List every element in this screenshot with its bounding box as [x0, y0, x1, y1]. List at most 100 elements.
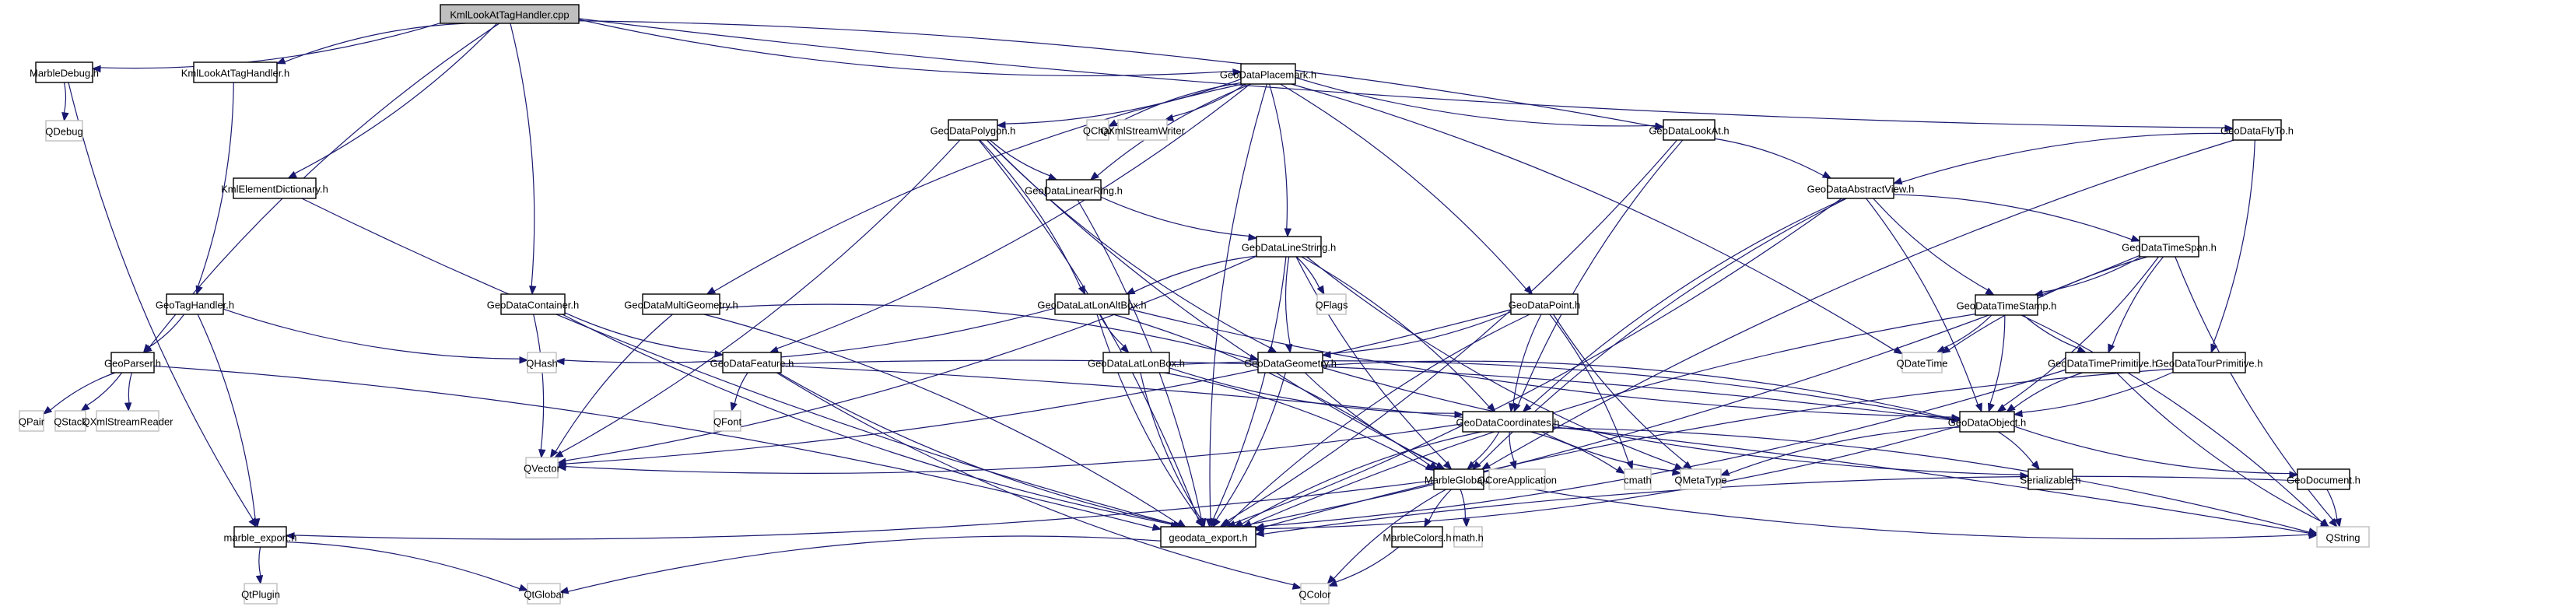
edge-geoparser-to-qxmlstreamreader: [128, 372, 132, 404]
edge-geodatacoordinates-to-cmath: [1530, 431, 1618, 471]
node-box: [1102, 352, 1170, 373]
edge-geotaghandler-to-geoparser: [149, 314, 185, 348]
edge-geodatageometry-to-marbleglobal: [1304, 372, 1439, 465]
node-label: MarbleGlobal.h: [1425, 475, 1493, 486]
node-geodatamultigeometry[interactable]: GeoDataMultiGeometry.h: [624, 293, 738, 315]
node-geodatalatlonbox[interactable]: GeoDataLatLonBox.h: [1088, 352, 1185, 373]
node-label: QChar: [1083, 125, 1113, 137]
edge-geodataplacemark-to-geodatamultigeometry: [713, 83, 1242, 292]
edge-geodatacontainer-to-geodatafeature: [564, 312, 716, 354]
edge-geodataplacemark-to-qchar: [1116, 82, 1242, 124]
node-geodatalinearring[interactable]: GeoDataLinearRing.h: [1025, 179, 1123, 201]
edge-geodatapoint-to-geodataexport: [1228, 314, 1530, 523]
node-geodatatourprimitive[interactable]: GeoDataTourPrimitive.h: [2156, 352, 2263, 373]
node-geotaghandler[interactable]: GeoTagHandler.h: [156, 293, 234, 315]
arrowhead-geoparser-to-qstack: [80, 403, 90, 412]
node-qpair: QPair: [19, 410, 45, 432]
node-geodatalookat[interactable]: GeoDataLookAt.h: [1649, 119, 1730, 141]
node-qfont: QFont: [713, 410, 741, 432]
node-marblecolors[interactable]: MarbleColors.h: [1383, 526, 1452, 548]
node-box: [2028, 468, 2073, 490]
node-box: [1680, 468, 1722, 490]
edge-geodatapolygon-to-geodatalatlonaltbox: [979, 139, 1081, 288]
node-geodatapoint[interactable]: GeoDataPoint.h: [1509, 293, 1581, 315]
edge-geodatacoordinates-to-qstring: [1552, 427, 2310, 533]
node-geodatafeature[interactable]: GeoDataFeature.h: [710, 352, 794, 373]
node-geodatalatlonaltbox[interactable]: GeoDataLatLonAltBox.h: [1037, 293, 1147, 315]
node-label: QMetaType: [1674, 475, 1726, 486]
edge-geodataplacemark-to-geodatapolygon: [1004, 79, 1242, 124]
arrowhead-geodatalinestring-to-qflags: [1316, 285, 1325, 296]
node-box: [1046, 179, 1102, 201]
node-box: [1663, 119, 1716, 141]
node-label: QColor: [1299, 589, 1331, 601]
node-geodataobject[interactable]: GeoDataObject.h: [1948, 411, 2026, 433]
node-root[interactable]: KmlLookAtTagHandler.cpp: [440, 4, 580, 24]
node-qmetatype: QMetaType: [1674, 468, 1727, 490]
node-geoparser[interactable]: GeoParser.h: [104, 352, 161, 373]
edge-geodatalatlonaltbox-to-qhash: [563, 307, 1056, 363]
node-qcoreapplication: QCoreApplication: [1477, 468, 1557, 490]
node-kmllookath[interactable]: KmlLookAtTagHandler.h: [181, 61, 289, 83]
node-marbleglobal[interactable]: MarbleGlobal.h: [1425, 468, 1493, 490]
edge-marbleexport-to-qtplugin: [258, 546, 261, 577]
edge-geodatacoordinates-to-qcoreapplication: [1509, 431, 1515, 462]
node-geodocument[interactable]: GeoDocument.h: [2287, 468, 2360, 490]
node-box: [527, 352, 557, 373]
arrowhead-geodatalinestring-to-marbleglobal: [1442, 461, 1453, 470]
edge-geodataplacemark-to-geodatalinestring: [1268, 83, 1288, 230]
node-geodatalinestring[interactable]: GeoDataLineString.h: [1242, 236, 1336, 258]
node-label: GeoDataLinearRing.h: [1025, 185, 1123, 197]
node-geodatacoordinates[interactable]: GeoDataCoordinates.h: [1456, 411, 1560, 433]
node-box: [35, 61, 93, 83]
edge-geodataabstractview-to-geodatatimestamp: [1873, 198, 1989, 291]
node-kmlelementdict[interactable]: KmlElementDictionary.h: [221, 177, 328, 199]
node-box: [2172, 352, 2246, 373]
edge-geodatalinestring-to-geodatageometry: [1284, 256, 1291, 345]
node-geodatatimespan[interactable]: GeoDataTimeSpan.h: [2122, 236, 2217, 258]
arrowhead-root-to-geodataplacemark: [1232, 68, 1242, 76]
node-geodataexport[interactable]: geodata_export.h: [1160, 526, 1256, 548]
node-box: [1975, 294, 2038, 316]
edge-geodatamultigeometry-to-geodataexport: [703, 314, 1179, 524]
nodes-layer: KmlLookAtTagHandler.cppMarbleDebug.hQDeb…: [19, 4, 2370, 605]
node-geodatatimeprimitive[interactable]: GeoDataTimePrimitive.h: [2048, 352, 2157, 373]
node-marbleexport[interactable]: marble_export.h: [224, 526, 297, 548]
arrowhead-geodataabstractview-to-geodatatimestamp: [1985, 287, 1995, 296]
arrowhead-geodatalatlonbox-to-geodataexport: [1197, 517, 1205, 528]
node-label: QString: [2325, 532, 2360, 544]
node-label: geodata_export.h: [1169, 532, 1247, 544]
node-qxmlstreamreader: QXmlStreamReader: [82, 410, 173, 432]
node-label: GeoDataTimeSpan.h: [2122, 242, 2217, 254]
node-label: GeoParser.h: [104, 358, 161, 370]
node-label: cmath: [1624, 475, 1651, 486]
node-geodatapolygon[interactable]: GeoDataPolygon.h: [931, 119, 1016, 141]
node-label: GeoDataLookAt.h: [1649, 125, 1729, 137]
node-geodataplacemark[interactable]: GeoDataPlacemark.h: [1220, 63, 1316, 85]
node-geodataabstractview[interactable]: GeoDataAbstractView.h: [1807, 177, 1915, 199]
arrowhead-geodatalinestring-to-geodatacoordinates: [1487, 403, 1496, 412]
node-serializable[interactable]: Serializable.h: [2020, 468, 2081, 490]
node-label: GeoDocument.h: [2287, 475, 2360, 486]
node-box: [1257, 352, 1323, 373]
node-geodatageometry[interactable]: GeoDataGeometry.h: [1244, 352, 1337, 373]
node-geodatatimestamp[interactable]: GeoDataTimeStamp.h: [1957, 294, 2057, 316]
edge-geodatatimespan-to-geodataobject: [2003, 256, 2159, 407]
edge-marbledebug-to-qdebug: [63, 82, 67, 114]
node-label: QVector: [524, 463, 561, 475]
node-geodataflyto[interactable]: GeoDataFlyTo.h: [2220, 119, 2294, 141]
node-label: QFlags: [1316, 300, 1348, 311]
arrowhead-geodatapolygon-to-qvector: [553, 450, 564, 458]
node-label: GeoDataTimeStamp.h: [1957, 300, 2057, 312]
arrowhead-geodatatimestamp-to-geodataexport: [1242, 520, 1253, 528]
node-geodatacontainer[interactable]: GeoDataContainer.h: [487, 293, 580, 315]
node-qvector: QVector: [524, 457, 561, 479]
arrowhead-marbleglobal-to-qcolor: [1327, 575, 1336, 584]
node-qstring: QString: [2316, 526, 2370, 548]
edge-geodataplacemark-to-geodatalookat: [1295, 77, 1656, 127]
arrowhead-geodatatimespan-to-geodataobject: [1996, 404, 2006, 412]
node-label: QtPlugin: [241, 589, 280, 601]
node-marbledebug[interactable]: MarbleDebug.h: [30, 61, 99, 83]
edge-geodatapoint-to-geodatacoordinates: [1512, 314, 1542, 405]
node-box: [1433, 468, 1484, 490]
